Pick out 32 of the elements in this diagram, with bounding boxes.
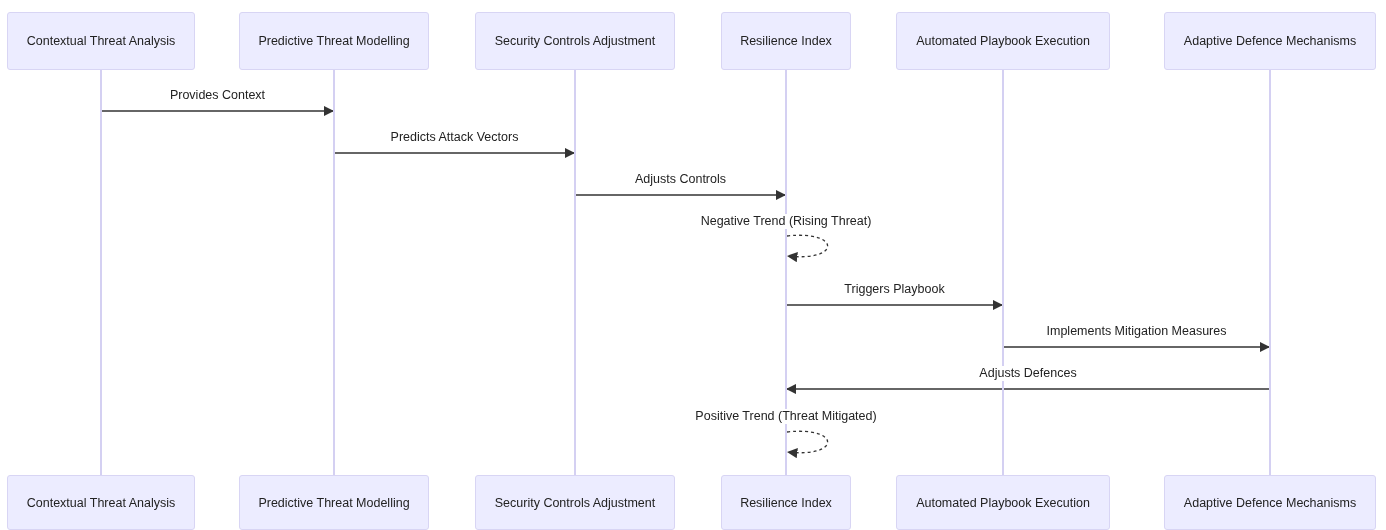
lifeline [333, 70, 335, 475]
participant-box: Predictive Threat Modelling [239, 12, 429, 70]
participant-box: Adaptive Defence Mechanisms [1164, 475, 1376, 530]
participant-box: Security Controls Adjustment [475, 12, 675, 70]
edge-label: Adjusts Controls [633, 172, 728, 187]
edge-label: Negative Trend (Rising Threat) [698, 214, 874, 229]
participant-box: Predictive Threat Modelling [239, 475, 429, 530]
edge-label: Implements Mitigation Measures [1044, 324, 1229, 339]
lifeline [1269, 70, 1271, 475]
edge-label: Positive Trend (Threat Mitigated) [693, 409, 879, 424]
edge-label: Triggers Playbook [842, 282, 947, 297]
self-message-arrow [786, 234, 829, 262]
participant-box: Adaptive Defence Mechanisms [1164, 12, 1376, 70]
participant-box: Contextual Threat Analysis [7, 475, 195, 530]
message-arrow [334, 147, 576, 159]
message-arrow [786, 299, 1004, 311]
edge-label: Adjusts Defences [977, 366, 1079, 381]
participant-box: Security Controls Adjustment [475, 475, 675, 530]
participant-box: Resilience Index [721, 12, 851, 70]
participant-box: Automated Playbook Execution [896, 12, 1110, 70]
message-arrow [785, 383, 1270, 395]
participant-box: Automated Playbook Execution [896, 475, 1110, 530]
lifeline [100, 70, 102, 475]
self-message-arrow [786, 430, 829, 458]
message-arrow [1003, 341, 1271, 353]
lifeline [785, 70, 787, 475]
message-arrow [101, 105, 335, 117]
participant-box: Resilience Index [721, 475, 851, 530]
lifeline [574, 70, 576, 475]
message-arrow [575, 189, 787, 201]
lifeline [1002, 70, 1004, 475]
participant-box: Contextual Threat Analysis [7, 12, 195, 70]
